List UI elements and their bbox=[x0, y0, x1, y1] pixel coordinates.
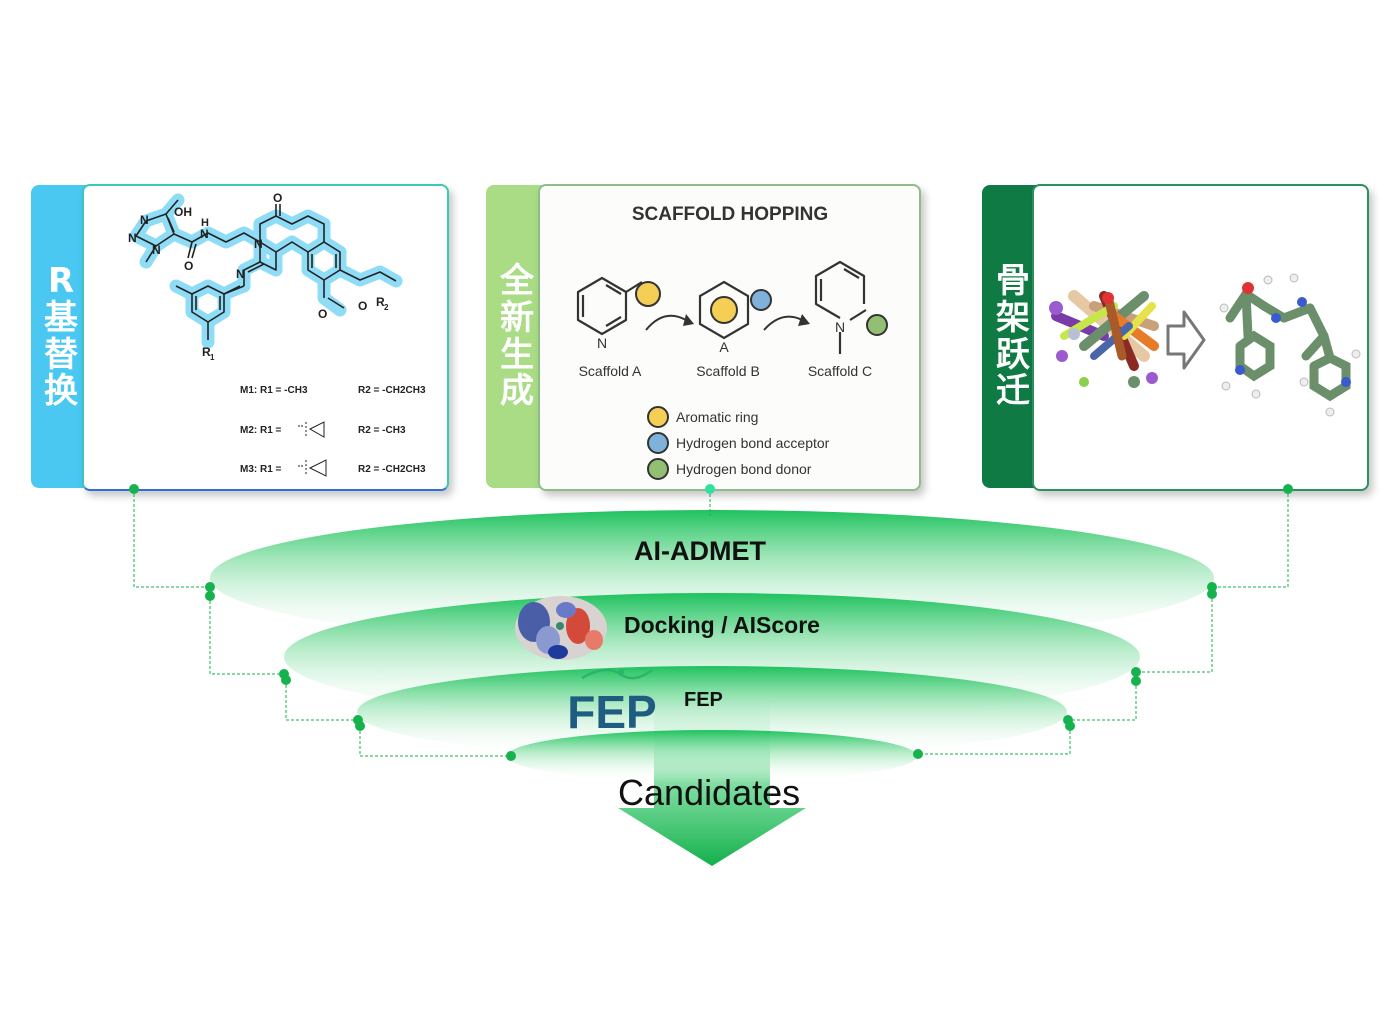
tab-char: 新 bbox=[500, 297, 534, 338]
cyclopropyl-icon bbox=[298, 421, 325, 438]
svg-text:N: N bbox=[236, 267, 245, 281]
tab-char: 跃 bbox=[996, 334, 1030, 375]
tab-char: 替 bbox=[44, 334, 78, 375]
de-novo-generation-tab: 全 新 生 成 bbox=[486, 185, 548, 488]
legend-label: Aromatic ring bbox=[676, 409, 758, 425]
connector-lines bbox=[133, 489, 1289, 757]
legend: Aromatic ring Hydrogen bond acceptor Hyd… bbox=[647, 406, 830, 480]
atom-labels: OH N N N O N H N O N O O R 2 R 1 bbox=[128, 191, 389, 362]
scaffold-3d-panel bbox=[1032, 184, 1369, 491]
layer-label-ai-admet: AI-ADMET bbox=[634, 536, 766, 566]
svg-text:OH: OH bbox=[174, 205, 192, 219]
svg-text:2: 2 bbox=[384, 303, 389, 312]
tab-char: 迁 bbox=[996, 371, 1030, 412]
scaffold-b-label: Scaffold B bbox=[696, 363, 760, 379]
scaffold-a-structure bbox=[576, 276, 643, 336]
scaffold-a-label: Scaffold A bbox=[579, 363, 642, 379]
layer-label-fep: FEP bbox=[684, 689, 723, 711]
svg-text:N: N bbox=[152, 243, 161, 257]
legend-swatch bbox=[647, 458, 669, 480]
svg-text:O: O bbox=[318, 307, 327, 321]
layer-label-docking: Docking / AIScore bbox=[624, 612, 820, 638]
svg-text:M1: R1 = -CH3: M1: R1 = -CH3 bbox=[240, 385, 308, 396]
svg-text:O: O bbox=[184, 259, 193, 273]
svg-text:R2 = -CH3: R2 = -CH3 bbox=[358, 425, 406, 436]
aromatic-ring-marker bbox=[635, 281, 661, 307]
legend-swatch bbox=[647, 406, 669, 428]
3d-molecule-render bbox=[1049, 273, 1361, 417]
r-group-panel: OH N N N O N H N O N O O R 2 R 1 M1: R1 … bbox=[82, 184, 449, 491]
protein-surface-icon bbox=[515, 596, 607, 660]
svg-text:M2: R1 =: M2: R1 = bbox=[240, 425, 282, 436]
svg-text:R2 = -CH2CH3: R2 = -CH2CH3 bbox=[358, 385, 426, 396]
cyclopropyl-icon bbox=[298, 459, 327, 477]
legend-swatch bbox=[647, 432, 669, 454]
arrow-icon bbox=[645, 314, 687, 331]
arrow-head-icon bbox=[683, 314, 694, 326]
arrow-icon bbox=[763, 315, 803, 331]
r-group-replacement-tab: R 基 替 换 bbox=[31, 185, 91, 488]
tab-char: 换 bbox=[44, 371, 78, 412]
arrow-icon bbox=[1166, 310, 1206, 370]
svg-text:R2 = -CH2CH3: R2 = -CH2CH3 bbox=[358, 464, 426, 475]
svg-text:N: N bbox=[128, 231, 137, 245]
funnel-layer-final bbox=[507, 730, 917, 782]
funnel-layer-fep bbox=[357, 666, 1067, 758]
svg-text:M3: R1 =: M3: R1 = bbox=[240, 464, 282, 475]
scaffold-title: SCAFFOLD HOPPING bbox=[632, 204, 828, 225]
svg-text:FEP: FEP bbox=[567, 686, 656, 738]
hbond-donor-marker bbox=[866, 314, 888, 336]
svg-text:N: N bbox=[140, 213, 149, 227]
svg-text:O: O bbox=[358, 299, 367, 313]
arrow-head-icon bbox=[798, 314, 810, 326]
svg-text:A: A bbox=[719, 339, 729, 355]
scaffold-c-structure bbox=[814, 260, 867, 354]
tab-char: 生 bbox=[500, 334, 534, 375]
svg-text:N: N bbox=[835, 319, 845, 335]
fep-logo: FEP bbox=[567, 668, 657, 738]
legend-label: Hydrogen bond donor bbox=[676, 461, 812, 477]
svg-text:N: N bbox=[254, 237, 263, 251]
svg-text:R: R bbox=[202, 345, 211, 359]
funnel-output-candidates: Candidates bbox=[618, 772, 801, 813]
molecule-bonds bbox=[135, 199, 397, 340]
tab-char: 全 bbox=[500, 261, 534, 302]
tab-char: 成 bbox=[500, 371, 534, 412]
svg-text:1: 1 bbox=[210, 353, 215, 362]
substituent-table: M1: R1 = -CH3 R2 = -CH2CH3 M2: R1 = R2 =… bbox=[240, 385, 426, 477]
connector-dots bbox=[129, 484, 1293, 761]
tab-char: 架 bbox=[996, 297, 1030, 338]
legend-label: Hydrogen bond acceptor bbox=[676, 435, 830, 451]
svg-text:R: R bbox=[376, 295, 385, 309]
scaffold-c-label: Scaffold C bbox=[808, 363, 872, 379]
svg-text:N: N bbox=[200, 227, 209, 241]
scaffold-b-structure bbox=[698, 280, 772, 340]
r-group-molecule-diagram: OH N N N O N H N O N O O R 2 R 1 M1: R1 … bbox=[128, 191, 426, 477]
scaffold-hopping-panel: SCAFFOLD HOPPING N Scaffold A A Scaffold… bbox=[538, 184, 921, 491]
svg-text:H: H bbox=[201, 217, 209, 229]
hopped-molecule-atoms bbox=[1219, 273, 1361, 417]
svg-text:N: N bbox=[597, 335, 607, 351]
tab-char: 基 bbox=[44, 297, 78, 338]
svg-text:O: O bbox=[273, 191, 282, 205]
overlaid-conformers-image bbox=[1049, 290, 1159, 388]
scaffold-hopping-diagram: SCAFFOLD HOPPING N Scaffold A A Scaffold… bbox=[576, 204, 888, 480]
tab-char: R bbox=[47, 261, 75, 302]
tab-char: 骨 bbox=[996, 261, 1030, 302]
